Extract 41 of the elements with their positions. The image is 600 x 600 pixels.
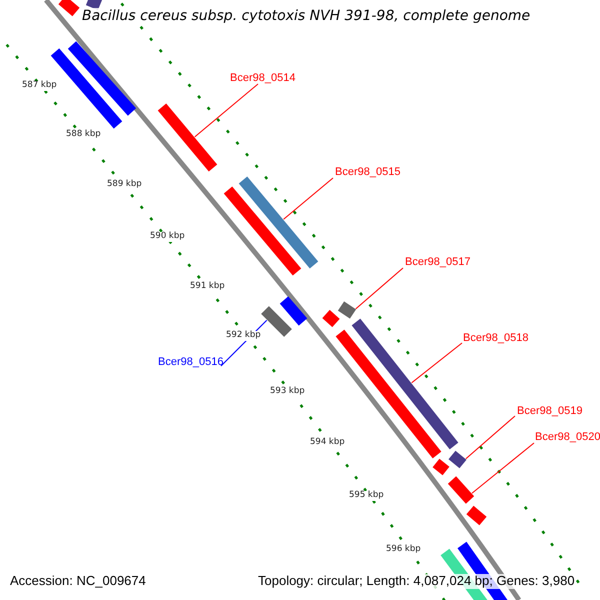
map-info-text: Accession: NC_009674 (10, 574, 146, 589)
gene-bar (238, 176, 318, 268)
scale-tick-label: 588 kbp (66, 130, 101, 140)
scale-tick-label: 594 kbp (310, 438, 345, 448)
gene-bar (448, 476, 474, 504)
gene-bar (466, 506, 487, 526)
gene-bar (448, 450, 466, 468)
gene-label: Bcer98_0519 (517, 405, 582, 418)
gene-bar (322, 310, 340, 328)
scale-tick-label: 591 kbp (190, 282, 225, 292)
leader-line (283, 178, 334, 220)
leader-line (194, 84, 258, 138)
gene-bar (58, 0, 80, 16)
gene-bar (432, 458, 450, 476)
scale-tick-label: 592 kbp (226, 331, 261, 341)
gene-bar (352, 318, 458, 450)
leader-line (471, 442, 534, 494)
map-info-text: Topology: circular; Length: 4,087,024 bp; Genes: 3,980 (258, 574, 575, 589)
gene-bar (158, 104, 218, 172)
gene-label: Bcer98_0517 (405, 256, 470, 269)
gene-bar (338, 301, 356, 319)
leader-line (411, 342, 462, 384)
leader-line (465, 416, 516, 460)
gene-label: Bcer98_0515 (335, 166, 400, 179)
scale-tick-label: 587 kbp (22, 81, 57, 91)
gene-label: Bcer98_0516 (158, 356, 224, 369)
gene-label: Bcer98_0520 (535, 431, 600, 444)
scale-tick-label: 593 kbp (270, 387, 305, 397)
gene-bar (224, 186, 302, 276)
gene-label: Bcer98_0514 (230, 72, 296, 85)
gene-bar (280, 296, 308, 326)
map-title: Bacillus cereus subsp. cytotoxis NVH 391-98, complete genome (80, 8, 532, 24)
scale-tick-label: 589 kbp (107, 180, 142, 190)
scale-tick-label: 590 kbp (150, 232, 185, 242)
gene-label: Bcer98_0518 (463, 332, 528, 345)
scale-tick-label: 596 kbp (386, 545, 421, 555)
leader-line (355, 268, 404, 310)
gene-bar (86, 0, 102, 10)
gene-bar (68, 41, 136, 116)
gene-bar (261, 306, 292, 337)
scale-tick-label: 595 kbp (349, 491, 384, 501)
